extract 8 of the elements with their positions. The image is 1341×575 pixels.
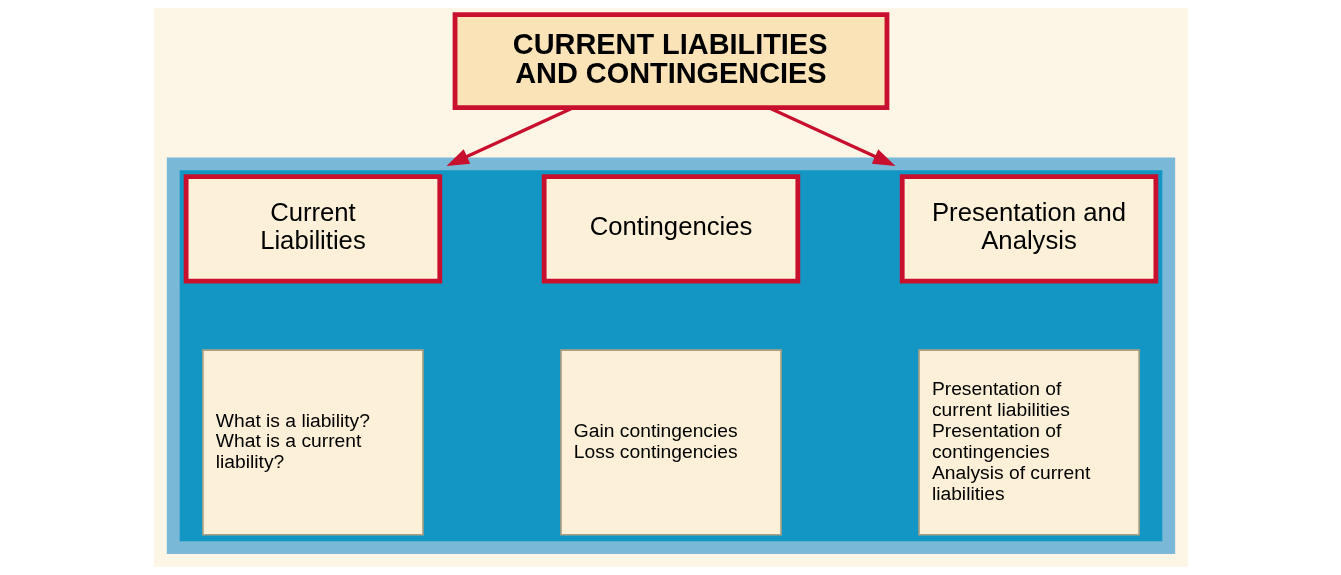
node-box: Contingencies (541, 174, 800, 284)
node-box: What is a liability? What is a current liability? (201, 349, 424, 536)
node-box: Presentation and Analysis (899, 174, 1158, 284)
node-box: Current Liabilities (183, 174, 442, 284)
cluster (166, 157, 1175, 555)
node-box: Presentation of current liabilities Presentation of contingencies Analysis of current liabilities (917, 349, 1140, 536)
node-box: CURRENT LIABILITIES AND CONTINGENCIES (452, 12, 889, 111)
node-box: Gain contingencies Loss contingencies (559, 349, 782, 536)
